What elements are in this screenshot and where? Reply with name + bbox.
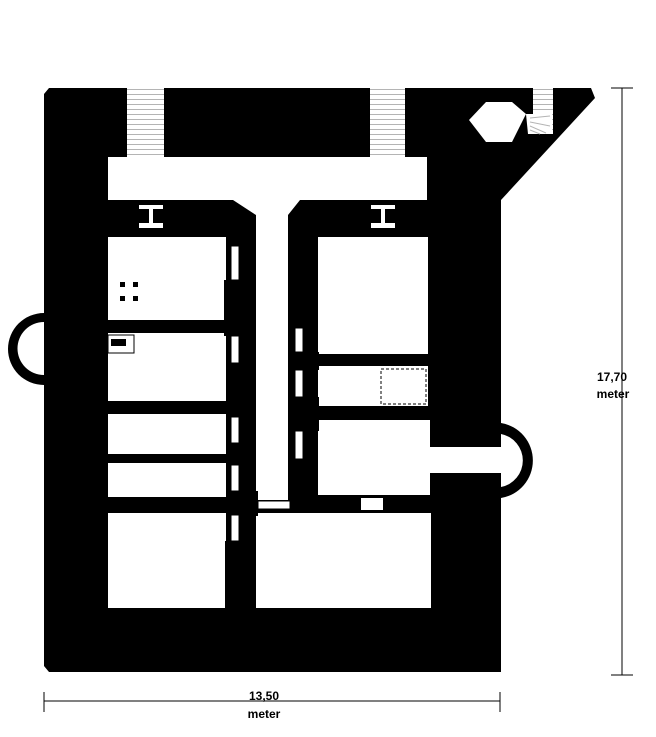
east-tower — [501, 423, 533, 498]
height-value: 17,70 — [597, 370, 627, 384]
openings — [230, 245, 383, 542]
central-corridor — [233, 200, 300, 500]
fireplaces — [139, 205, 395, 228]
stairs — [127, 88, 553, 157]
height-unit: meter — [597, 387, 630, 401]
wall-niche — [107, 334, 135, 354]
room-west-1 — [108, 237, 226, 320]
room-southeast — [256, 513, 431, 608]
room-east-3 — [318, 420, 430, 495]
spiral-stair-chamber — [469, 102, 526, 142]
passage-east — [322, 157, 336, 200]
room-east-2 — [318, 366, 428, 406]
fireplace-west — [139, 205, 163, 228]
rooms — [108, 157, 501, 608]
room-west-4 — [108, 463, 226, 497]
fireplace-east — [371, 205, 395, 228]
east-passage — [430, 447, 501, 473]
west-tower — [8, 313, 44, 385]
width-dimension — [43, 692, 501, 712]
upper-hall-east — [335, 157, 427, 200]
dashed-feature — [380, 368, 427, 405]
stair-east — [370, 88, 405, 157]
stair-west — [127, 88, 164, 157]
column-bases — [120, 282, 138, 301]
room-east-1 — [318, 237, 428, 354]
width-unit: meter — [248, 707, 281, 721]
room-west-3 — [108, 414, 226, 454]
width-value: 13,50 — [249, 689, 279, 703]
upper-hall-center — [216, 157, 324, 200]
height-dimension — [611, 87, 633, 676]
room-southwest — [108, 513, 226, 608]
passage-west — [200, 157, 218, 200]
